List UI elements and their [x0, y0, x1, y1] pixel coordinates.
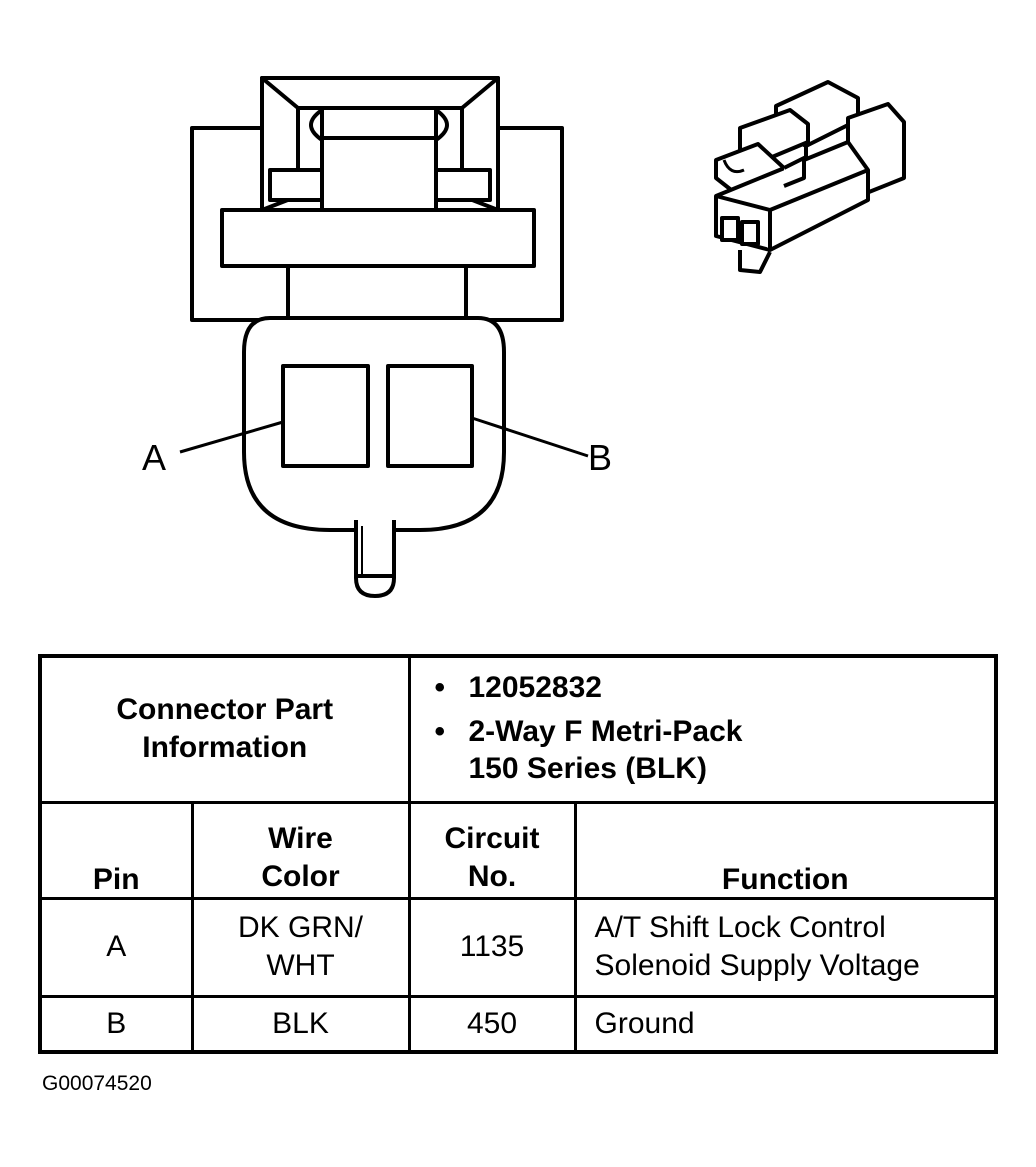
figure-id: G00074520	[42, 1072, 152, 1095]
column-header-row: Pin Wire Color Circuit No. Function	[38, 800, 998, 900]
row-b-circuit: 450	[407, 994, 577, 1054]
part-info-item: • 12052832	[435, 669, 995, 707]
connector-isometric-view	[714, 80, 906, 274]
bullet-icon: •	[434, 671, 446, 704]
part-info-values-cell: • 12052832 • 2-Way F Metri-Pack 150 Series…	[407, 654, 998, 804]
part-info-row: Connector Part Information • 12052832 • 2-…	[38, 654, 998, 804]
pin-label-a: A	[142, 437, 167, 478]
part-number: 12052832	[468, 671, 602, 704]
connector-diagram	[179, 76, 906, 598]
col-header-function: Function	[573, 800, 998, 900]
terminal-cavity-b	[386, 364, 474, 468]
terminal-cavity-a	[281, 364, 370, 468]
row-b-function-text: Ground	[594, 1006, 695, 1040]
row-a-function: A/T Shift Lock Control Solenoid Supply V…	[573, 896, 998, 998]
part-description: 2-Way F Metri-Pack 150 Series (BLK)	[468, 714, 743, 786]
part-info-header-cell: Connector Part Information	[38, 654, 411, 804]
row-a-pin: A	[38, 896, 194, 998]
row-b-pin-text: B	[106, 1006, 127, 1040]
col-header-wire-color-text: Wire Color	[261, 821, 340, 894]
col-header-pin-text: Pin	[92, 862, 140, 896]
part-info-header: Connector Part Information	[116, 692, 334, 765]
row-a-wire-color: DK GRN/ WHT	[190, 896, 411, 998]
table-row: B BLK 450 Ground	[38, 994, 998, 1054]
part-info-list: • 12052832 • 2-Way F Metri-Pack 150 Series…	[411, 669, 995, 788]
row-b-circuit-text: 450	[466, 1006, 518, 1040]
col-header-function-text: Function	[721, 862, 849, 896]
part-info-item: • 2-Way F Metri-Pack 150 Series (BLK)	[435, 713, 995, 788]
row-a-wire-color-text: DK GRN/ WHT	[237, 910, 363, 982]
row-b-function: Ground	[573, 994, 998, 1054]
table-row: A DK GRN/ WHT 1135 A/T Shift Lock Contro…	[38, 896, 998, 998]
col-header-circuit-text: Circuit No.	[444, 821, 540, 894]
col-header-wire-color: Wire Color	[190, 800, 411, 900]
leader-line-a	[179, 420, 284, 454]
bullet-icon: •	[434, 714, 446, 748]
row-b-wire-color-text: BLK	[272, 1006, 329, 1040]
row-a-function-text: A/T Shift Lock Control Solenoid Supply V…	[594, 910, 920, 982]
pin-label-b: B	[588, 437, 613, 478]
connector-info-table: Connector Part Information • 12052832 • 2-…	[38, 654, 998, 1054]
col-header-circuit: Circuit No.	[407, 800, 577, 900]
row-b-wire-color: BLK	[190, 994, 411, 1054]
row-a-circuit-text: 1135	[459, 930, 525, 963]
row-b-pin: B	[38, 994, 194, 1054]
row-a-pin-text: A	[106, 930, 127, 963]
leader-line-b	[471, 416, 589, 458]
connector-crossbar	[220, 208, 536, 268]
row-a-circuit: 1135	[407, 896, 577, 998]
col-header-pin: Pin	[38, 800, 194, 900]
